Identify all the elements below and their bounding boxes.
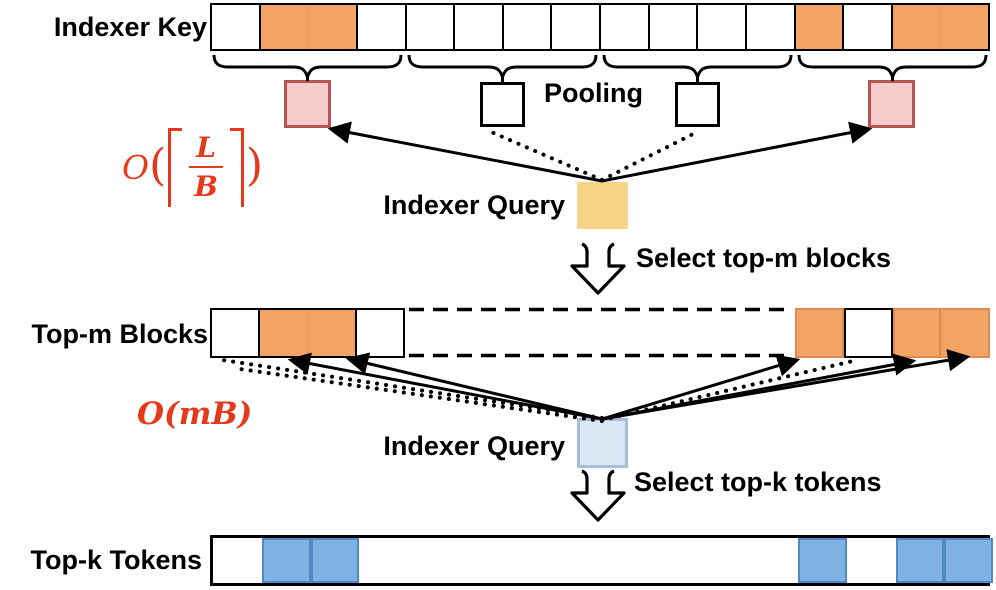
select-top-k-label: Select top-k tokens bbox=[634, 467, 882, 497]
formula-big-o: O bbox=[122, 147, 150, 187]
token-cell-w bbox=[647, 5, 697, 49]
token-cell-w bbox=[599, 5, 648, 49]
token-cell-o bbox=[258, 310, 307, 356]
token-cell-w bbox=[212, 5, 259, 49]
token-cell-ogc bbox=[941, 308, 990, 358]
top-m-row-dashed-lines bbox=[409, 307, 791, 358]
pooled-key-box-selected-4 bbox=[868, 80, 915, 128]
query-to-pooled-arrows bbox=[327, 121, 873, 183]
indexer-query-label-2: Indexer Query bbox=[383, 431, 565, 461]
indexer-query-box-2 bbox=[577, 418, 628, 468]
pooled-key-box-2 bbox=[480, 82, 525, 127]
selected-token-cell bbox=[895, 538, 945, 583]
pooled-key-box-3 bbox=[675, 82, 720, 127]
indexer-key-label: Indexer Key bbox=[53, 12, 207, 42]
token-cell-w bbox=[696, 5, 745, 49]
token-cell-w bbox=[744, 5, 794, 49]
token-cell-wb bbox=[843, 308, 893, 358]
pooled-key-box-selected-1 bbox=[284, 80, 331, 128]
token-cell-w bbox=[354, 310, 403, 356]
top-k-tokens-row bbox=[210, 535, 993, 586]
select-top-k-arrow bbox=[570, 469, 626, 522]
selected-token-cell bbox=[944, 538, 993, 583]
token-cell-oc bbox=[939, 5, 988, 49]
block-complexity-formula: O( L B ) bbox=[122, 121, 263, 213]
fraction-numerator: L bbox=[189, 131, 223, 168]
pooling-label: Pooling bbox=[544, 78, 643, 108]
token-cell-og bbox=[892, 308, 942, 358]
token-cell-o bbox=[258, 5, 308, 49]
selected-token-cell bbox=[261, 538, 311, 583]
top-m-left-block bbox=[210, 308, 405, 358]
ceiling-right-bracket bbox=[229, 127, 244, 207]
token-cell-oc bbox=[307, 5, 356, 49]
indexer-query-box-1 bbox=[577, 182, 628, 229]
top-m-blocks-label: Top-m Blocks bbox=[31, 319, 208, 349]
token-cell-w bbox=[501, 5, 551, 49]
token-cell-w bbox=[212, 310, 259, 356]
token-cell-o bbox=[890, 5, 940, 49]
selected-token-cell bbox=[798, 538, 847, 583]
token-cell-w bbox=[355, 5, 405, 49]
indexer-query-label-1: Indexer Query bbox=[383, 190, 565, 220]
token-cell-oc bbox=[306, 310, 355, 356]
top-k-tokens-label: Top-k Tokens bbox=[30, 545, 202, 575]
token-cell-og bbox=[795, 308, 844, 358]
token-cell-o bbox=[793, 5, 843, 49]
indexer-key-row bbox=[210, 3, 990, 51]
token-cell-w bbox=[453, 5, 502, 49]
select-top-m-arrow bbox=[570, 242, 626, 295]
formula-open-paren: ( bbox=[149, 139, 167, 191]
fraction-l-over-b: L B bbox=[184, 131, 228, 203]
formula-close-paren: ) bbox=[245, 139, 264, 191]
ceiling-left-bracket bbox=[168, 127, 183, 207]
selected-token-cell bbox=[310, 538, 360, 583]
token-complexity-formula: O(mB) bbox=[137, 396, 253, 432]
top-m-right-block bbox=[795, 308, 990, 358]
query-to-topm-arrows bbox=[214, 349, 971, 423]
select-top-m-label: Select top-m blocks bbox=[636, 243, 892, 273]
token-cell-w bbox=[550, 5, 599, 49]
token-cell-w bbox=[404, 5, 454, 49]
fraction-denominator: B bbox=[194, 170, 218, 203]
token-cell-w bbox=[842, 5, 891, 49]
